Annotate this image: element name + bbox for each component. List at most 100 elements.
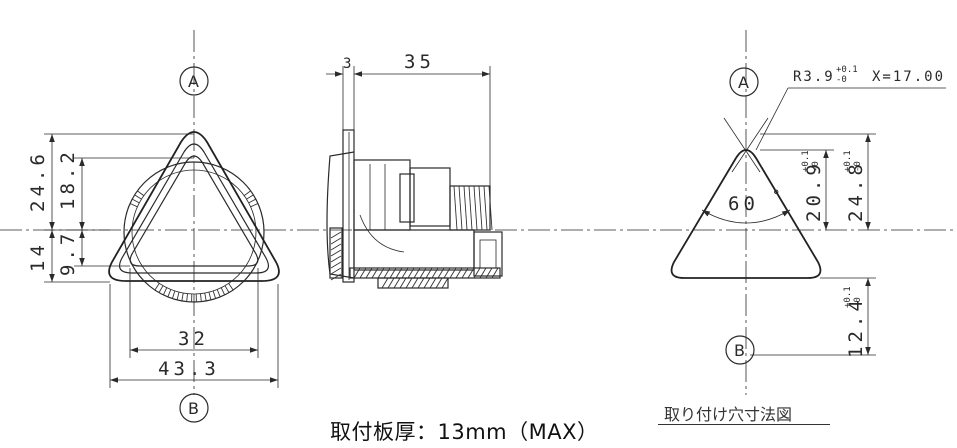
base-hatch-line: [473, 267, 481, 279]
thread-line: [478, 185, 483, 231]
triangle-window: [129, 155, 259, 267]
cutout-angle-arc: [701, 209, 791, 224]
base-hatch-line: [405, 277, 413, 289]
cutout-apex-line-left: [723, 117, 761, 173]
side-view: 3 35: [326, 51, 503, 289]
knurl-tick: [134, 194, 142, 200]
knurl-tick: [181, 293, 184, 301]
cutout-datum-a-label: A: [738, 73, 749, 92]
dim-text-32: 32: [178, 328, 209, 350]
thread-line: [488, 185, 493, 231]
knurl-tick: [228, 283, 234, 291]
cutout-dim-tol-20-9-plus: +0.1: [801, 150, 811, 172]
plate-thickness-note: 取付板厚：13mm（MAX）: [330, 420, 599, 444]
base-hatch-line: [413, 267, 421, 279]
cutout-datum-b-circle: [725, 335, 755, 365]
cutout-radius-text: R3.9: [793, 69, 835, 85]
knurl-tick: [167, 289, 172, 298]
knurl-tick: [131, 198, 140, 204]
knurl-tick: [248, 198, 257, 204]
base-hatch-line: [365, 267, 373, 279]
base-hatch-line: [387, 277, 395, 289]
cutout-datum-b-label: B: [734, 341, 745, 360]
base-hatch-line: [353, 267, 361, 279]
cutout-x-note: X=17.00: [872, 69, 945, 85]
knurl-tick: [154, 283, 160, 291]
panel-hatch-line: [330, 261, 342, 269]
cutout-datum-a-circle: [729, 67, 759, 97]
base-hatch-line: [479, 267, 487, 279]
front-view: A B 24.6 18.2 14 9.7 32 43: [27, 30, 280, 423]
side-threads: [453, 185, 493, 231]
cutout-dim-text-24-8: 24.8: [845, 160, 867, 222]
front-datum-a-label: A: [188, 72, 199, 91]
knurled-ring-inner: [131, 169, 257, 295]
base-hatch-line: [399, 277, 407, 289]
knurl-tick: [186, 293, 188, 302]
base-hatch-line: [467, 267, 475, 279]
cutout-dim-tol-20-9-minus: -0: [811, 161, 821, 172]
thread-line: [468, 185, 473, 231]
side-housing: [353, 159, 411, 231]
knurl-tick: [171, 290, 176, 299]
panel-hatch-line: [330, 267, 342, 275]
dim-text-18-2: 18.2: [57, 148, 79, 210]
knurl-tick: [137, 190, 145, 196]
knurl-tick: [224, 285, 230, 293]
cutout-dim-tol-12-4-plus: +0.1: [843, 286, 853, 308]
base-hatch-line: [443, 267, 451, 279]
cutout-angle-text: 60: [728, 193, 759, 215]
base-hatch-line: [491, 267, 499, 279]
base-hatch-line: [401, 267, 409, 279]
panel-hatch-line: [330, 273, 342, 281]
knurl-tick: [158, 285, 164, 293]
base-hatch-line: [437, 267, 445, 279]
side-terminal: [473, 231, 503, 277]
side-base-hatching: [353, 267, 499, 289]
panel-hatch-line: [330, 237, 342, 245]
base-hatch-line: [449, 267, 457, 279]
panel-hatch-line: [330, 249, 342, 257]
base-hatch-line: [461, 267, 469, 279]
knurl-tick: [250, 203, 259, 208]
cutout-title-underline: [658, 424, 830, 425]
cutout-radius-tol-plus: +0.1: [836, 65, 858, 75]
knurl-tick: [129, 203, 138, 208]
knurl-tick: [176, 292, 180, 301]
triangle-bezel-outer: [108, 131, 280, 282]
base-hatch-line: [417, 277, 425, 289]
thread-line: [453, 185, 458, 231]
dim-text-9-7: 9.7: [57, 230, 79, 276]
thread-line: [483, 185, 488, 231]
base-hatch-line: [429, 277, 437, 289]
base-hatch-line: [425, 267, 433, 279]
cutout-angle-unit: °: [772, 188, 782, 204]
cutout-view: A B 60 ° R3.9 +0.1 -0 X=17.00 20.9 +0.1 …: [670, 30, 946, 395]
base-hatch-line: [377, 267, 385, 279]
thread-line: [458, 185, 463, 231]
cutout-radius-leader: [755, 87, 789, 151]
knurl-tick: [243, 190, 251, 196]
cutout-radius-tol-minus: -0: [836, 75, 847, 85]
dim-text-3: 3: [343, 56, 353, 72]
side-panel-block: [329, 227, 343, 279]
front-datum-b-label: B: [188, 399, 199, 418]
cutout-dim-tol-12-4-minus: -0: [853, 297, 863, 308]
base-hatch-line: [411, 277, 419, 289]
panel-hatch-line: [330, 231, 342, 239]
panel-hatch-line: [330, 243, 342, 251]
front-datum-a-circle: [179, 66, 209, 96]
knurl-tick: [220, 287, 226, 296]
thread-line: [463, 185, 468, 231]
base-hatch-line: [435, 277, 443, 289]
side-collar: [399, 173, 415, 223]
side-lower-bar: [377, 277, 449, 289]
cutout-drawing-title: 取り付け穴寸法図: [664, 405, 793, 424]
cutout-triangle: [670, 149, 822, 279]
side-lens-cap: [326, 151, 355, 279]
thread-line: [473, 185, 478, 231]
knurl-tick: [162, 287, 168, 296]
knurled-ring-outer: [123, 161, 265, 303]
knurl-tick: [200, 293, 202, 302]
